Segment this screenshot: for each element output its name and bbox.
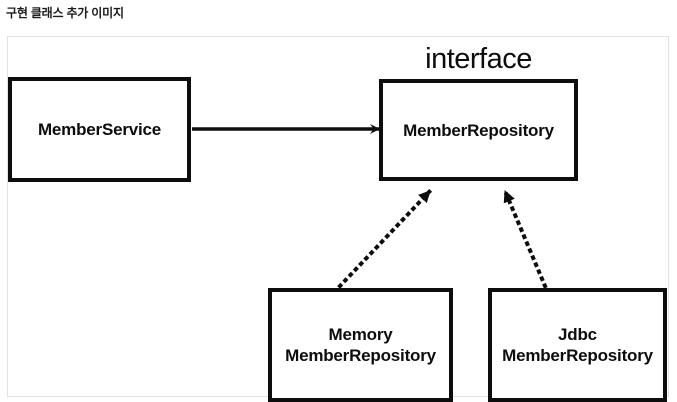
uml-interface-member-repository[interactable]: MemberRepository — [379, 79, 578, 181]
page-title: 구현 클래스 추가 이미지 — [6, 6, 124, 20]
uml-class-memory-member-repository[interactable]: Memory MemberRepository — [268, 288, 453, 402]
uml-class-label-member-service: MemberService — [37, 120, 162, 139]
uml-class-jdbc-member-repository[interactable]: Jdbc MemberRepository — [488, 288, 667, 402]
uml-class-label-memory-member-repository: Memory MemberRepository — [285, 325, 436, 365]
uml-class-member-service[interactable]: MemberService — [8, 77, 191, 182]
interface-stereotype-label: interface — [425, 43, 532, 75]
uml-class-label-jdbc-member-repository: Jdbc MemberRepository — [502, 325, 653, 365]
uml-interface-label-member-repository: MemberRepository — [403, 120, 554, 140]
